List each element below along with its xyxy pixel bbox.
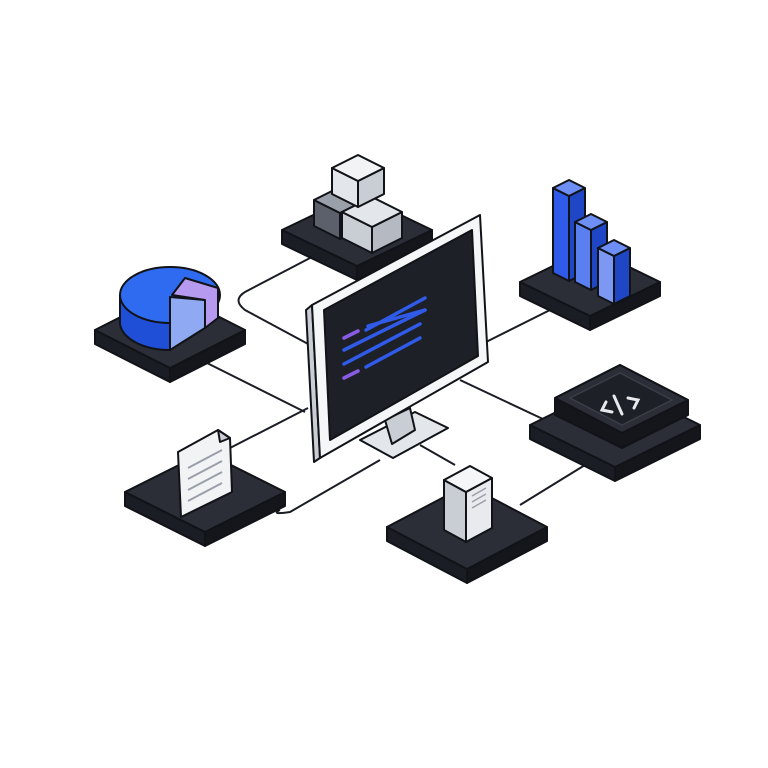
code-line [342, 322, 422, 366]
connection-line [479, 304, 561, 346]
code-line [366, 308, 427, 328]
bar-chart-icon [552, 179, 631, 305]
document-icon [177, 429, 233, 518]
code-lines [342, 296, 427, 380]
document-text-line [187, 482, 223, 502]
connection-line [419, 444, 456, 466]
connection-lines [204, 257, 586, 515]
connection-line [459, 379, 546, 421]
server-slot [471, 499, 487, 509]
code-line [342, 369, 360, 380]
code-plate [554, 364, 689, 449]
document-text-line [187, 471, 223, 491]
connection-line [275, 459, 381, 515]
cubes-stack-icon [313, 154, 403, 254]
pie-slice-purple [171, 277, 219, 329]
connection-line [519, 464, 586, 506]
cube-top-face [331, 154, 385, 182]
code-line [342, 329, 360, 340]
code-brackets-icon [599, 394, 641, 416]
document-text-line [187, 449, 223, 469]
server-icon [443, 465, 493, 543]
code-line [342, 308, 427, 352]
bar-short [597, 239, 631, 305]
connection-line [237, 257, 311, 346]
pie-chart-icon [118, 266, 221, 352]
cube-top [331, 154, 385, 208]
server-slot [471, 487, 487, 497]
server-slot [471, 493, 487, 503]
monitor-icon [305, 214, 489, 463]
connection-line [229, 407, 309, 449]
connection-line [204, 361, 306, 413]
document-text-line [187, 460, 223, 480]
code-line [364, 336, 422, 369]
